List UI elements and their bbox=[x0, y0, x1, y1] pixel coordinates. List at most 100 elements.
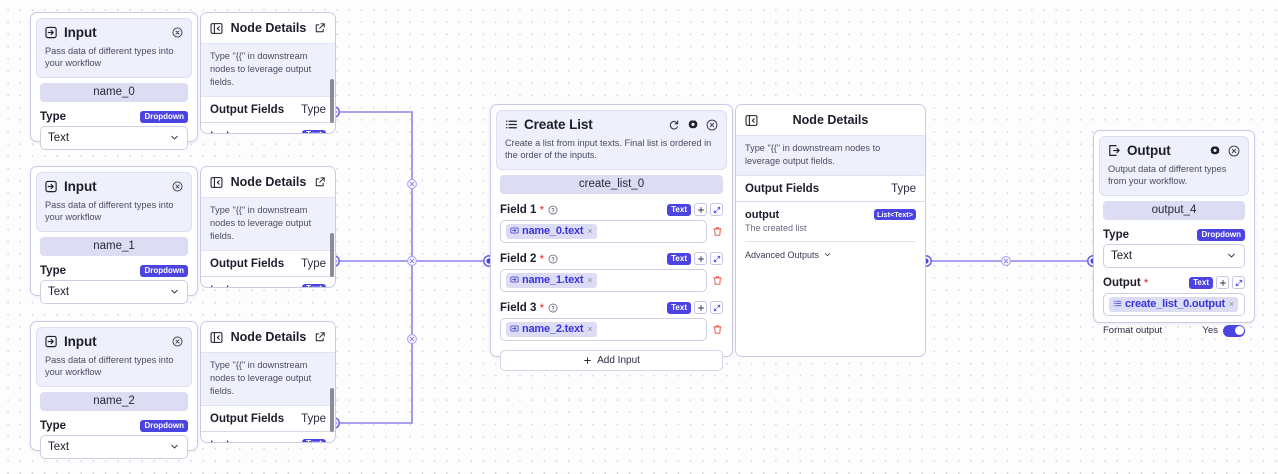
dropdown-badge-1: Dropdown bbox=[140, 265, 188, 277]
external-link-icon[interactable] bbox=[314, 22, 326, 34]
node-details-title-0: Node Details bbox=[230, 21, 307, 35]
field-input-1[interactable]: name_1.text × bbox=[500, 268, 707, 292]
variable-token-0[interactable]: name_0.text × bbox=[506, 223, 597, 239]
output-field-row-0: text Text The inputted text bbox=[201, 123, 335, 133]
expand-icon[interactable] bbox=[710, 301, 723, 315]
input-node-title-2: Input bbox=[64, 334, 97, 349]
input-node-name-chip-1[interactable]: name_1 bbox=[40, 236, 188, 256]
details-scrollbar-0[interactable] bbox=[329, 79, 334, 123]
output-type-value: Text bbox=[1111, 249, 1133, 262]
help-circle-icon[interactable] bbox=[548, 254, 558, 264]
expand-icon[interactable] bbox=[710, 203, 723, 217]
output-node-name-chip[interactable]: output_4 bbox=[1103, 200, 1245, 220]
help-circle-icon[interactable] bbox=[548, 303, 558, 313]
output-field-label-row: Output * Text bbox=[1103, 276, 1245, 290]
details-scrollbar-2[interactable] bbox=[329, 388, 334, 432]
output-type-select[interactable]: Text bbox=[1103, 243, 1245, 268]
output-fields-header-0: Output Fields bbox=[210, 103, 285, 116]
chevron-down-icon bbox=[169, 441, 180, 452]
field-label-0: Field 1 bbox=[500, 203, 537, 216]
input-node-name-chip-0[interactable]: name_0 bbox=[40, 82, 188, 102]
close-circle-icon[interactable] bbox=[706, 119, 718, 131]
input-node-0[interactable]: Input Pass data of different types into … bbox=[30, 12, 198, 150]
node-details-tip-0: Type "{{" in downstream nodes to leverag… bbox=[201, 43, 335, 97]
add-input-label: Add Input bbox=[597, 354, 640, 366]
external-link-icon[interactable] bbox=[314, 176, 326, 188]
output-field-row-1: text Text The inputted text bbox=[201, 277, 335, 287]
output-node[interactable]: Output Output data of different types fr… bbox=[1093, 130, 1255, 337]
input-node-header-2: Input Pass data of different types into … bbox=[36, 327, 192, 387]
output-variable-token[interactable]: create_list_0.output × bbox=[1109, 296, 1239, 312]
refresh-icon[interactable] bbox=[668, 119, 680, 131]
format-output-row: Format output Yes bbox=[1103, 324, 1245, 337]
node-details-header-0: Node Details bbox=[201, 13, 335, 43]
field-token-row-1: name_1.text × bbox=[500, 268, 723, 292]
panel-collapse-icon[interactable] bbox=[745, 114, 758, 127]
plus-icon[interactable] bbox=[694, 252, 707, 266]
variable-token-1[interactable]: name_1.text × bbox=[506, 272, 597, 288]
format-output-toggle[interactable] bbox=[1223, 324, 1245, 337]
close-circle-icon[interactable] bbox=[1228, 145, 1240, 157]
input-node-title-0: Input bbox=[64, 25, 97, 40]
chevron-down-icon bbox=[823, 250, 832, 259]
create-list-output-fields-header: Output Fields bbox=[745, 182, 820, 195]
panel-collapse-icon[interactable] bbox=[210, 22, 223, 35]
node-details-panel-0[interactable]: Node Details Type "{{" in downstream nod… bbox=[200, 12, 336, 134]
expand-icon[interactable] bbox=[1232, 276, 1245, 290]
gear-icon[interactable] bbox=[687, 119, 699, 131]
plus-icon[interactable] bbox=[1216, 276, 1229, 290]
create-list-details-header: Node Details bbox=[736, 105, 925, 135]
node-details-panel-1[interactable]: Node Details Type "{{" in downstream nod… bbox=[200, 166, 336, 288]
output-field-name-2: text bbox=[210, 439, 230, 442]
create-list-title: Create List bbox=[524, 117, 593, 132]
create-list-details-title: Node Details bbox=[792, 113, 869, 127]
input-node-2[interactable]: Input Pass data of different types into … bbox=[30, 321, 198, 459]
close-circle-icon[interactable] bbox=[172, 181, 183, 192]
create-list-node[interactable]: Create List Create a list from input tex… bbox=[490, 104, 733, 371]
close-circle-icon[interactable] bbox=[172, 27, 183, 38]
help-circle-icon[interactable] bbox=[548, 205, 558, 215]
output-fields-header-2: Output Fields bbox=[210, 412, 285, 425]
output-type-label: Type bbox=[1103, 228, 1129, 241]
output-field-input[interactable]: create_list_0.output × bbox=[1103, 292, 1245, 316]
plus-icon bbox=[583, 356, 592, 365]
add-input-button[interactable]: Add Input bbox=[500, 349, 723, 371]
gear-icon[interactable] bbox=[1209, 145, 1221, 157]
field-token-text-1: name_1.text bbox=[522, 273, 584, 286]
variable-icon bbox=[510, 275, 519, 284]
input-type-select-2[interactable]: Text bbox=[40, 434, 188, 459]
input-node-1[interactable]: Input Pass data of different types into … bbox=[30, 166, 198, 304]
create-list-details-panel[interactable]: Node Details Type "{{" in downstream nod… bbox=[735, 104, 926, 357]
trash-icon[interactable] bbox=[712, 226, 723, 237]
field-input-0[interactable]: name_0.text × bbox=[500, 219, 707, 243]
output-field-required: * bbox=[1143, 275, 1149, 290]
node-details-panel-2[interactable]: Node Details Type "{{" in downstream nod… bbox=[200, 321, 336, 443]
dropdown-badge-output: Dropdown bbox=[1197, 229, 1245, 241]
token-remove-icon[interactable]: × bbox=[1228, 298, 1235, 309]
trash-icon[interactable] bbox=[712, 275, 723, 286]
variable-token-2[interactable]: name_2.text × bbox=[506, 321, 597, 337]
output-arrow-icon bbox=[1108, 144, 1121, 157]
token-remove-icon[interactable]: × bbox=[587, 225, 593, 236]
details-scrollbar-1[interactable] bbox=[329, 233, 334, 277]
advanced-outputs-toggle[interactable]: Advanced Outputs bbox=[736, 242, 925, 260]
external-link-icon[interactable] bbox=[314, 331, 326, 343]
field-token-text-2: name_2.text bbox=[522, 322, 584, 335]
input-type-select-1[interactable]: Text bbox=[40, 279, 188, 304]
field-input-2[interactable]: name_2.text × bbox=[500, 317, 707, 341]
create-list-name-chip[interactable]: create_list_0 bbox=[500, 174, 723, 194]
trash-icon[interactable] bbox=[712, 324, 723, 335]
close-circle-icon[interactable] bbox=[172, 336, 183, 347]
panel-collapse-icon[interactable] bbox=[210, 176, 223, 189]
expand-icon[interactable] bbox=[710, 252, 723, 266]
panel-collapse-icon[interactable] bbox=[210, 331, 223, 344]
input-node-header-0: Input Pass data of different types into … bbox=[36, 18, 192, 78]
output-field-type-badge-2: Text bbox=[302, 438, 326, 442]
input-node-name-chip-2[interactable]: name_2 bbox=[40, 391, 188, 411]
plus-icon[interactable] bbox=[694, 301, 707, 315]
token-remove-icon[interactable]: × bbox=[587, 274, 593, 285]
plus-icon[interactable] bbox=[694, 203, 707, 217]
token-remove-icon[interactable]: × bbox=[587, 323, 593, 334]
input-type-select-0[interactable]: Text bbox=[40, 125, 188, 150]
